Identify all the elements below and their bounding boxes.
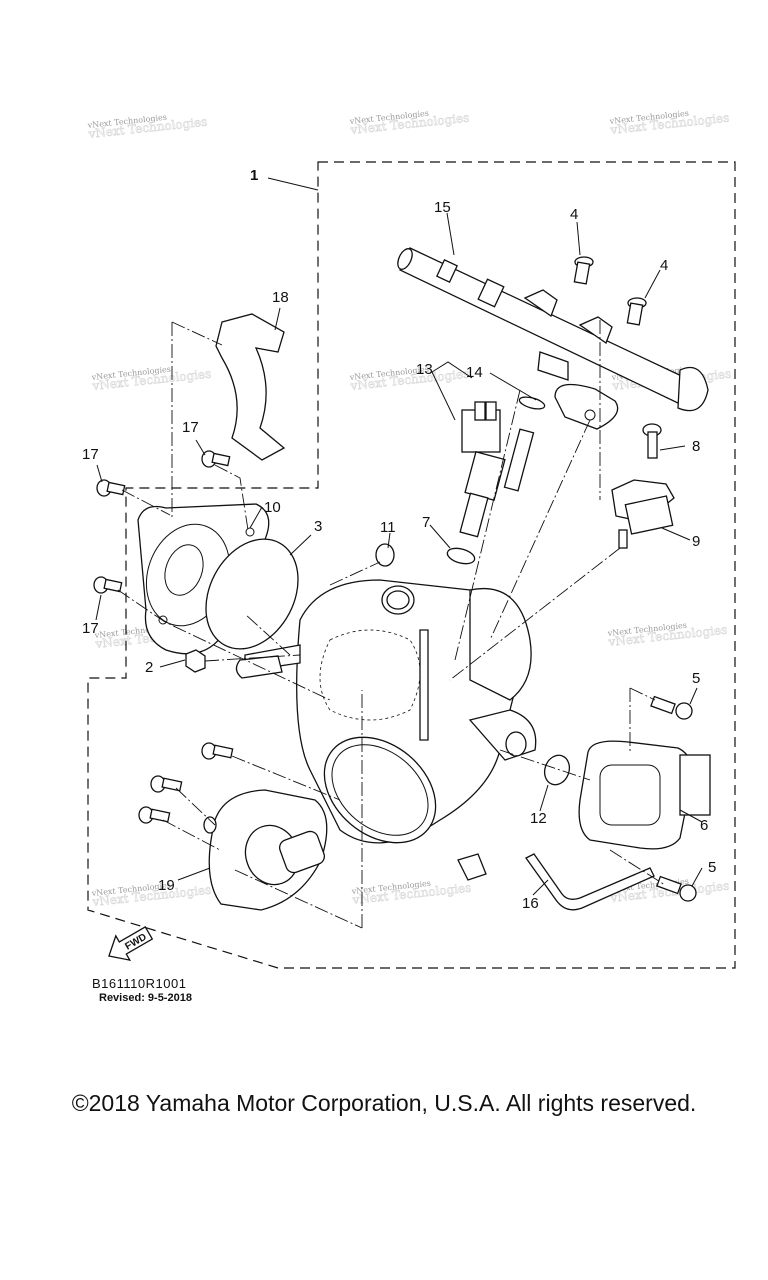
- callout-9: 9: [692, 533, 700, 550]
- copyright-notice: ©2018 Yamaha Motor Corporation, U.S.A. A…: [71, 1090, 697, 1116]
- callout-1: 1: [250, 167, 258, 184]
- callout-3: 3: [314, 518, 322, 535]
- screw-4b: [626, 297, 647, 326]
- callout-17c: 17: [82, 620, 99, 637]
- callout-10: 10: [264, 499, 281, 516]
- o-ring-3: [205, 538, 299, 650]
- fuel-injector: [459, 396, 546, 538]
- injector-seal-7: [446, 547, 476, 565]
- callout-5a: 5: [692, 670, 700, 687]
- cap-11: [375, 543, 395, 567]
- reference-code: B161110R1001: [92, 976, 187, 991]
- callout-12: 12: [530, 810, 547, 827]
- callouts: 1 2 3 4 4 5 5 6 7 8 9 10 11 12 13 14 15 …: [82, 167, 716, 912]
- o-ring-12: [543, 754, 571, 786]
- callout-14: 14: [466, 364, 483, 381]
- screw-4a: [573, 256, 594, 285]
- callout-19: 19: [158, 877, 175, 894]
- callout-15: 15: [434, 199, 451, 216]
- callout-4a: 4: [570, 206, 578, 223]
- callout-2: 2: [145, 659, 153, 676]
- bolt-8: [642, 423, 662, 459]
- screw-17c: [93, 576, 123, 594]
- callout-17b: 17: [182, 419, 199, 436]
- callout-7: 7: [422, 514, 430, 531]
- screw-17b: [201, 450, 231, 468]
- screw-5a: [650, 695, 693, 720]
- bracket-18: [215, 313, 286, 461]
- isc-valve-19: [138, 742, 328, 911]
- callout-18: 18: [272, 289, 289, 306]
- callout-17a: 17: [82, 446, 99, 463]
- pressure-sensor-9: [611, 479, 675, 549]
- nut-2: [185, 649, 206, 673]
- screw-5b: [656, 875, 697, 902]
- callout-5b: 5: [708, 859, 716, 876]
- callout-13: 13: [416, 361, 433, 378]
- fuel-rail: [397, 247, 709, 430]
- callout-11: 11: [380, 519, 396, 536]
- throttle-body: [235, 579, 537, 881]
- revised-date: Revised: 9-5-2018: [99, 992, 192, 1004]
- callout-16: 16: [522, 895, 539, 912]
- assembly-boundary: [87, 161, 736, 969]
- throttle-position-sensor-6: [578, 740, 711, 850]
- callout-4b: 4: [660, 257, 668, 274]
- callout-8: 8: [692, 438, 700, 455]
- screw-17a: [96, 479, 126, 497]
- leader-lines: [95, 177, 703, 929]
- callout-6: 6: [700, 817, 708, 834]
- svg-text:FWD: FWD: [123, 932, 148, 953]
- hose-16: [525, 853, 655, 911]
